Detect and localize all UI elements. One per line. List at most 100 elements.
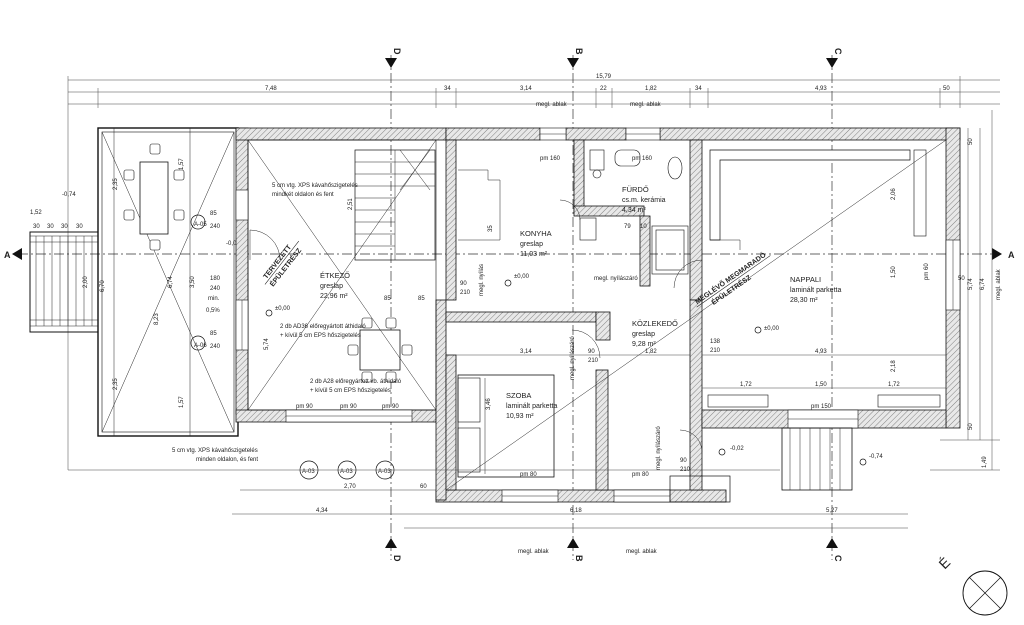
dim-90-kitchen: 90: [460, 281, 467, 287]
note-a28-1: 2 db A28 előregyártott vb. áthidaló: [310, 379, 402, 385]
megl-ablak-bottom-2: megl. ablak: [626, 549, 658, 555]
dim-30d: 30: [76, 224, 83, 230]
dim-235b: 2,35: [113, 178, 119, 190]
pm160-kitchen: pm 160: [540, 156, 561, 162]
dim-85-a: 85: [384, 296, 391, 302]
sofa: [707, 149, 941, 408]
dim-493: 4,93: [815, 86, 827, 92]
col-a05: A-05: [194, 222, 207, 228]
room-furdo-area: 4,34 m²: [622, 207, 646, 214]
room-furdo: FÜRDŐ cs.m. kerámia 4,34 m²: [622, 185, 666, 214]
megl-nyilaszaro-1: megl. nyílászáró: [594, 276, 638, 282]
megl-ablak-bottom-1: megl. ablak: [518, 549, 550, 555]
dim-251: 2,51: [348, 198, 354, 210]
room-etkezo-area: 22,96 m²: [320, 293, 348, 300]
dim-182-hall: 1,82: [645, 349, 657, 355]
dim-172b: 1,72: [888, 382, 900, 388]
bottom-dimensions: [68, 469, 908, 529]
note-xps-top-1: 5 cm vtg. XPS kávahőszigetelés: [272, 183, 358, 189]
dim-210-hall: 210: [588, 358, 599, 364]
dim-346: 3,46: [486, 398, 492, 410]
dim-85-left: 85: [210, 211, 217, 217]
living-dims: [456, 354, 946, 389]
level-0-etkezo: ±0,00: [275, 306, 291, 312]
section-marker-a-left: A: [4, 248, 22, 260]
room-nappali-floor: laminált parketta: [790, 287, 841, 294]
room-szoba: SZOBA laminált parketta 10,93 m²: [506, 391, 557, 420]
dim-574-right: 5,74: [968, 278, 974, 290]
room-kozlekedo-floor: greslap: [632, 331, 655, 338]
svg-text:MEGLÉVŐ MEGMARADÓ: MEGLÉVŐ MEGMARADÓ: [693, 250, 768, 306]
room-konyha: KONYHA greslap 11,03 m²: [520, 229, 552, 258]
dim-350: 3,50: [190, 276, 196, 288]
dim-50: 50: [943, 86, 950, 92]
dim-314: 3,14: [520, 86, 532, 92]
dim-182: 1,82: [645, 86, 657, 92]
svg-text:C: C: [833, 555, 843, 562]
dim-172a: 1,72: [740, 382, 752, 388]
dim-138: 138: [710, 339, 721, 345]
dim-150-h: 1,50: [815, 382, 827, 388]
staircase: [354, 149, 501, 261]
dim-149-right: 1,49: [982, 456, 988, 468]
dim-200: 2,00: [83, 276, 89, 288]
col-a06: A-06: [194, 343, 207, 349]
svg-text:A: A: [4, 250, 11, 260]
room-nappali-name: NAPPALI: [790, 275, 821, 284]
exterior-steps-right: [669, 427, 853, 503]
col-a03-1: A-03: [302, 469, 315, 475]
room-etkezo-floor: greslap: [320, 283, 343, 290]
room-szoba-name: SZOBA: [506, 391, 531, 400]
dim-670: 6,70: [100, 280, 106, 292]
section-marker-b-bottom: B: [567, 538, 584, 562]
dim-50-right2: 50: [968, 423, 974, 430]
dim-748: 7,48: [265, 86, 277, 92]
section-marker-c-top: C: [826, 48, 843, 68]
dim-157b: 1,57: [179, 396, 185, 408]
dim-434: 4,34: [316, 508, 328, 514]
level-0-konyha: ±0,00: [514, 274, 530, 280]
room-furdo-name: FÜRDŐ: [622, 185, 649, 194]
right-dimensions: [930, 110, 1000, 471]
megl-nyilas-kitchen: megl. nyílás: [479, 264, 485, 296]
svg-text:É: É: [935, 554, 953, 572]
dim-206: 2,06: [891, 188, 897, 200]
room-nappali-area: 28,30 m²: [790, 297, 818, 304]
pm60-right: pm 60: [924, 263, 930, 280]
dining-table: [347, 317, 413, 383]
room-nappali: NAPPALI laminált parketta 28,30 m²: [790, 275, 841, 304]
note-xps-bottom-1: 5 cm vtg. XPS kávahőszigetelés: [172, 448, 258, 454]
section-lines: [18, 55, 1000, 560]
dim-34b: 34: [695, 86, 702, 92]
dim-150-v: 1,50: [891, 266, 897, 278]
bathroom-fixtures: [579, 149, 689, 275]
level-minus074-right: -0,74: [869, 454, 883, 460]
dim-270: 2,70: [344, 484, 356, 490]
dim-210-kitchen: 210: [460, 290, 471, 296]
dim-60: 60: [420, 484, 427, 490]
dim-50-win: 50: [958, 276, 965, 282]
svg-text:B: B: [574, 555, 584, 562]
note-ad36-1: 2 db AD36 előregyártott áthidaló: [280, 324, 366, 330]
megl-ablak-top-1: megl. ablak: [536, 102, 568, 108]
room-kozlekedo-area: 9,28 m²: [632, 341, 656, 348]
pm160-bath: pm 160: [632, 156, 653, 162]
note-ad36-2: + kívül 5 cm EPS hőszigetelés: [280, 333, 361, 339]
dim-240-left2: 240: [210, 344, 221, 350]
dim-85-left2: 85: [210, 331, 217, 337]
north-arrow-icon: É: [935, 554, 1008, 616]
dim-574-etkezo: 5,74: [264, 338, 270, 350]
room-konyha-floor: greslap: [520, 241, 543, 248]
note-xps-top-2: mindkét oldalon és fent: [272, 192, 334, 198]
pm90-b: pm 90: [340, 404, 357, 410]
col-a03-3: A-03: [378, 469, 391, 475]
level-minus074-left: -0,74: [62, 192, 76, 198]
megl-nyilaszaro-3: megl. nyílászáró: [656, 426, 662, 470]
room-kozlekedo-name: KÖZLEKEDŐ: [632, 319, 678, 328]
dim-34a: 34: [444, 86, 451, 92]
min-label: min.: [208, 296, 220, 302]
room-szoba-floor: laminált parketta: [506, 403, 557, 410]
room-konyha-name: KONYHA: [520, 229, 552, 238]
dim-218: 2,18: [891, 360, 897, 372]
megl-nyilaszaro-2: megl. nyílászáró: [570, 336, 576, 380]
